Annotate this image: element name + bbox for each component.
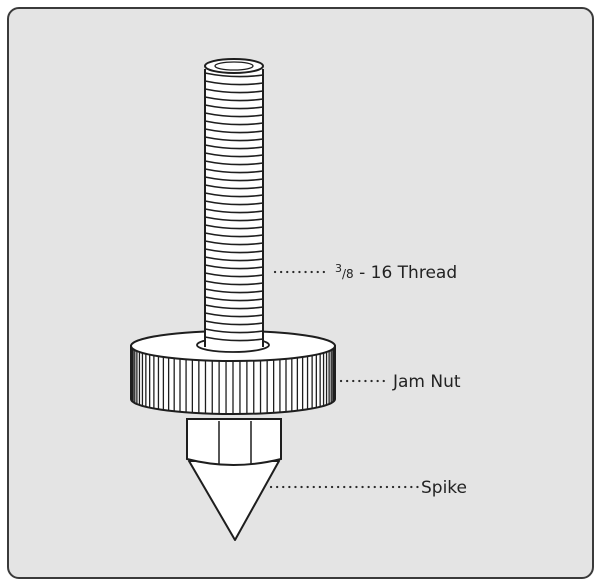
thread-ridge: [204, 336, 264, 342]
thread-ridge: [204, 256, 264, 262]
thread-ridge: [204, 176, 264, 182]
thread-ridge: [204, 152, 264, 158]
thread-ridge: [204, 160, 264, 166]
thread-ridge: [204, 136, 264, 142]
thread-label-denominator: /8: [342, 267, 354, 281]
rod-top-face: [204, 58, 264, 74]
thread-ridge: [204, 280, 264, 286]
thread-ridge: [204, 272, 264, 278]
thread-ridge: [204, 192, 264, 198]
thread-ridge: [204, 304, 264, 310]
thread-ridge: [204, 200, 264, 206]
thread-label-numerator: 3: [335, 262, 342, 275]
thread-ridge: [204, 248, 264, 254]
thread-ridge: [204, 216, 264, 222]
thread-ridges: [204, 72, 264, 342]
thread-ridge: [204, 96, 264, 102]
spike-label: Spike: [421, 478, 467, 498]
jam-nut: [130, 330, 336, 415]
thread-ridge: [204, 208, 264, 214]
thread-ridge: [204, 320, 264, 326]
jam-nut-label: Jam Nut: [392, 372, 461, 392]
jam-nut-knurling: [130, 347, 336, 414]
thread-ridge: [204, 312, 264, 318]
thread-ridge: [204, 288, 264, 294]
thread-label: 3/8 - 16 Thread: [335, 262, 457, 283]
hex-base: [186, 418, 282, 466]
thread-ridge: [204, 184, 264, 190]
spike-cone: [188, 460, 280, 541]
diagram-frame: 3/8 - 16 Thread Jam Nut Spike: [7, 7, 594, 579]
thread-ridge: [204, 104, 264, 110]
thread-ridge: [204, 144, 264, 150]
thread-ridge: [204, 328, 264, 334]
thread-ridge: [204, 72, 264, 78]
thread-ridge: [204, 224, 264, 230]
thread-ridge: [204, 264, 264, 270]
thread-ridge: [204, 232, 264, 238]
thread-ridge: [204, 296, 264, 302]
thread-ridge: [204, 128, 264, 134]
thread-ridge: [204, 112, 264, 118]
thread-label-text: - 16 Thread: [354, 263, 457, 283]
thread-ridge: [204, 88, 264, 94]
thread-ridge: [204, 80, 264, 86]
threaded-rod: [204, 58, 264, 348]
thread-ridge: [204, 120, 264, 126]
thread-ridge: [204, 240, 264, 246]
thread-ridge: [204, 168, 264, 174]
spike-diagram: 3/8 - 16 Thread Jam Nut Spike: [130, 58, 467, 541]
